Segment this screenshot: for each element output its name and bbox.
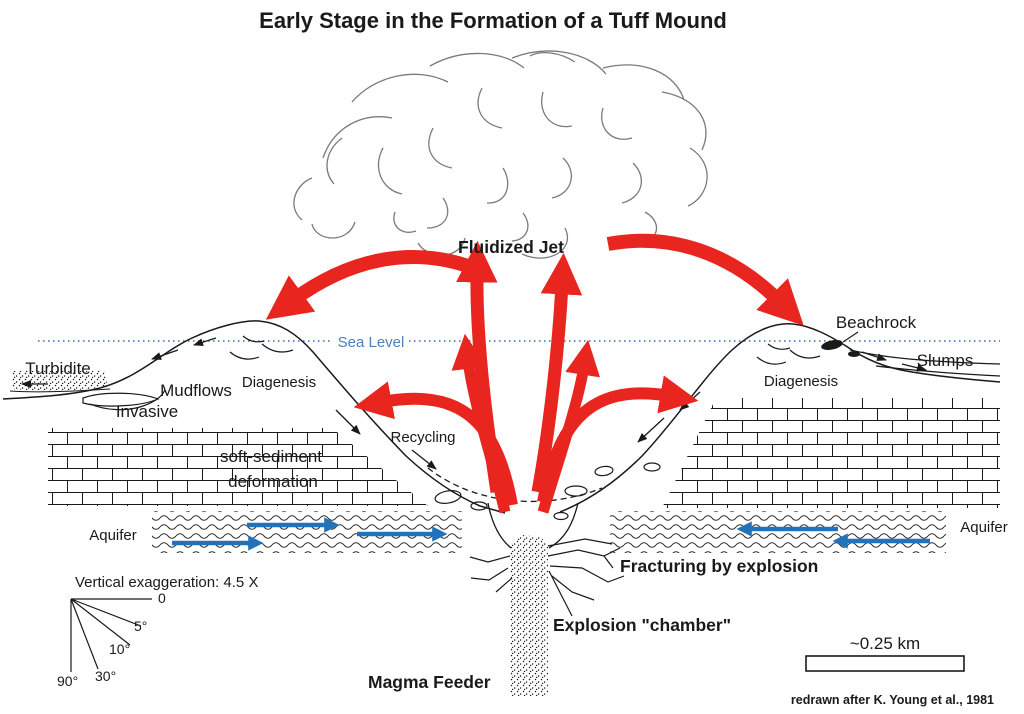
label-angle-5: 5°: [134, 618, 147, 634]
label-beachrock: Beachrock: [836, 313, 917, 332]
scale-bar-label: ~0.25 km: [850, 634, 920, 653]
label-vertical-exaggeration: Vertical exaggeration: 4.5 X: [75, 574, 258, 591]
groundwater-flow-arrows: [172, 517, 930, 551]
label-diagenesis-right: Diagenesis: [764, 373, 838, 390]
mudflow-arrow-icon: [151, 349, 179, 360]
label-turbidite: Turbidite: [25, 359, 91, 378]
label-aquifer-left: Aquifer: [89, 527, 137, 544]
block: [594, 465, 614, 477]
recycling-arrow-icon: [411, 449, 437, 470]
diagenesis-arcs-right: [756, 343, 821, 365]
left-mound-profile: [2, 320, 506, 514]
label-angle-10: 10°: [109, 641, 130, 657]
label-aquifer-right: Aquifer: [960, 519, 1008, 536]
brick-bed-left: [48, 428, 428, 506]
block: [643, 462, 661, 472]
recycling-arrow-icon: [637, 417, 665, 443]
jet-arrow-mid-right: [537, 339, 601, 514]
label-mudflows: Mudflows: [160, 381, 232, 400]
jet-arrow-big-left: [265, 249, 471, 320]
recycling-arrow-icon: [679, 391, 701, 411]
slump-arrow-icon: [861, 351, 887, 361]
chamber-leader-line: [548, 570, 573, 617]
label-fracturing: Fracturing by explosion: [620, 556, 818, 576]
fan-lines: [70, 598, 152, 672]
block: [470, 501, 488, 511]
ballistic-blocks: [434, 462, 661, 521]
block: [434, 490, 462, 504]
credit-line: redrawn after K. Young et al., 1981: [791, 693, 994, 707]
jet-arrow-arch-left: [353, 381, 518, 507]
aquifer-bands: [152, 511, 946, 553]
beachrock-blob: [821, 340, 843, 350]
label-diagenesis-left: Diagenesis: [242, 374, 316, 391]
turbidite-deposit: [12, 371, 108, 392]
magma-feeder-column: [510, 535, 548, 696]
label-sea-level: Sea Level: [338, 334, 405, 351]
beachrock-leader-line: [842, 331, 859, 343]
label-angle-90: 90°: [57, 673, 78, 689]
eruption-cloud: [293, 50, 708, 259]
scale-bar-box: [805, 655, 965, 672]
sediment-features: [9, 331, 860, 407]
scale-bar: [805, 655, 965, 672]
block: [553, 511, 569, 521]
brick-bed-right: [662, 398, 1000, 508]
block: [564, 485, 588, 497]
beachrock-blob: [848, 351, 860, 357]
label-magma-feeder: Magma Feeder: [368, 672, 491, 692]
jet-arrow-tall-right: [531, 252, 583, 494]
label-soft-sediment-2: deformation: [228, 472, 318, 491]
diagenesis-arcs-left: [229, 335, 294, 360]
fracture-lines: [469, 538, 625, 601]
vertical-exaggeration-fan: [70, 598, 152, 672]
slump-arrow-icon: [901, 363, 927, 372]
aquifer-band-right: [610, 511, 946, 553]
limestone-strata: [48, 398, 1000, 508]
turbidite-base-line: [9, 388, 111, 393]
label-fluidized-jet: Fluidized Jet: [458, 237, 564, 257]
label-angle-0: 0: [158, 590, 166, 606]
mudflow-lobe-line: [89, 389, 166, 411]
recycling-arrow-icon: [335, 409, 361, 435]
invasive-lens: [82, 392, 160, 407]
crater-dashed-line: [427, 467, 603, 503]
fluidized-jet-arrows: [265, 233, 804, 514]
jet-arrow-big-right: [606, 233, 804, 326]
page-title: Early Stage in the Formation of a Tuff M…: [259, 8, 727, 33]
label-slumps: Slumps: [917, 351, 974, 370]
label-soft-sediment-1: soft-sediment: [220, 447, 322, 466]
label-explosion-chamber: Explosion "chamber": [553, 615, 731, 635]
label-recycling: Recycling: [390, 429, 455, 446]
label-invasive: Invasive: [116, 402, 178, 421]
mudflow-arrow-icon: [193, 337, 217, 347]
label-angle-30: 30°: [95, 668, 116, 684]
vent-structures: [469, 535, 625, 696]
jet-arrow-mid-left: [451, 333, 511, 514]
